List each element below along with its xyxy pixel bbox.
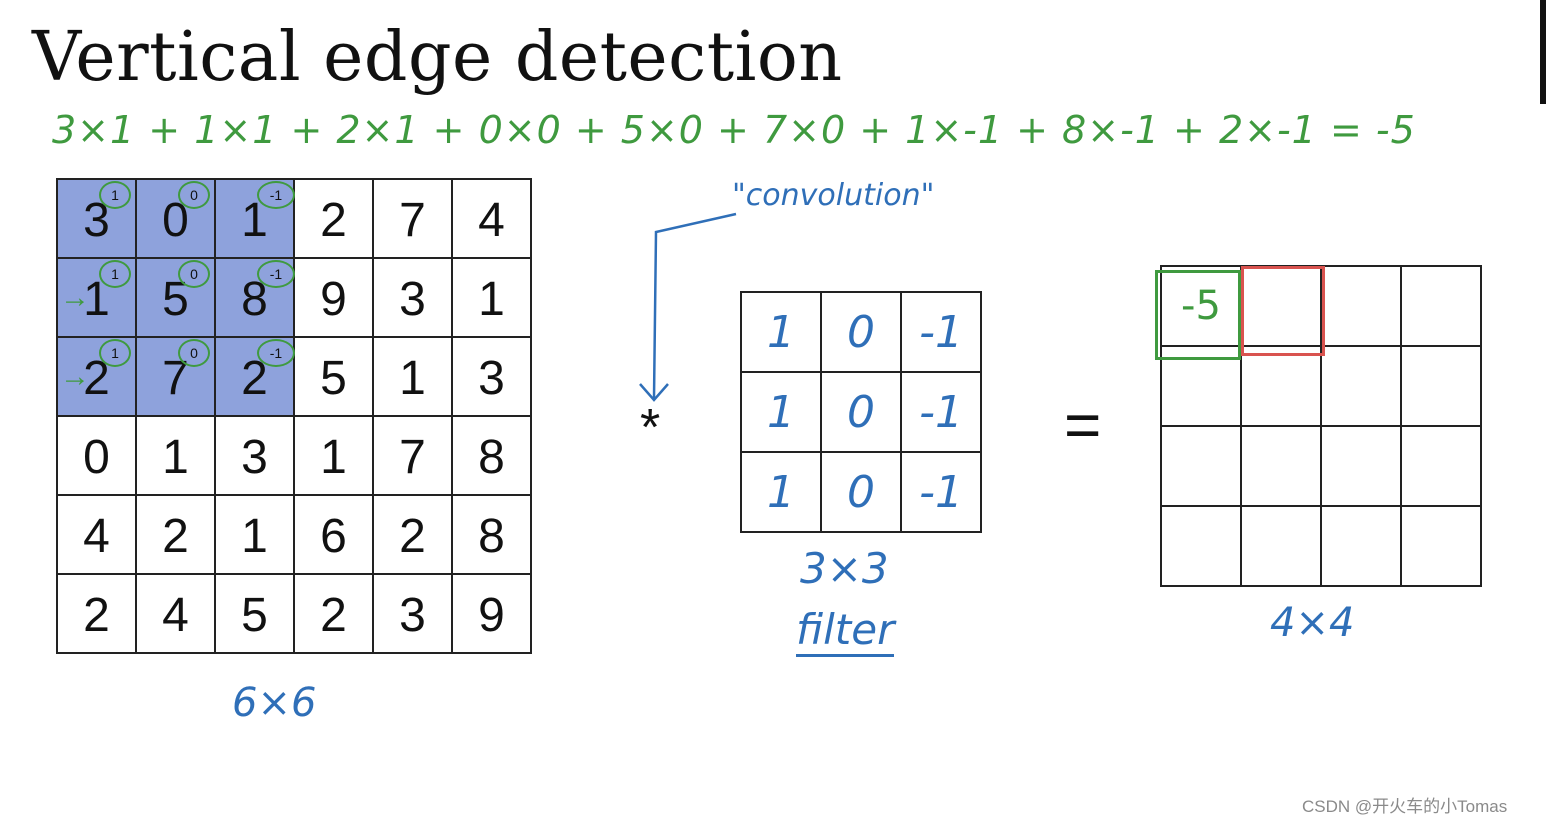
- filter-cell: 1: [740, 291, 822, 373]
- input-cell: 1-1: [214, 178, 295, 259]
- input-cell: 3: [372, 573, 453, 654]
- input-cell: 5: [293, 336, 374, 417]
- input-cell: 5: [214, 573, 295, 654]
- filter-cell: 1: [740, 451, 822, 533]
- current-output-highlight: [1155, 270, 1241, 360]
- input-cell: 9: [451, 573, 532, 654]
- filter-matrix: 1 0 -1 1 0 -1 1 0 -1: [740, 291, 982, 533]
- input-cell: 2: [293, 178, 374, 259]
- input-cell: 6: [293, 494, 374, 575]
- output-size-label: 4×4: [1270, 600, 1355, 646]
- input-cell: 1: [135, 415, 216, 496]
- input-cell: 7: [372, 178, 453, 259]
- filter-cell: 0: [820, 291, 902, 373]
- convolution-label: "convolution": [732, 178, 935, 213]
- weight-circle: 0: [178, 339, 210, 367]
- output-cell: [1400, 425, 1482, 507]
- input-cell: 4: [451, 178, 532, 259]
- input-cell: 8-1: [214, 257, 295, 338]
- output-cell: [1320, 265, 1402, 347]
- output-cell: [1160, 505, 1242, 587]
- output-cell: [1160, 425, 1242, 507]
- input-cell: 2: [293, 573, 374, 654]
- edge-bar: [1540, 0, 1546, 104]
- input-cell: 8: [451, 415, 532, 496]
- output-cell: [1400, 505, 1482, 587]
- output-cell: [1240, 425, 1322, 507]
- input-cell: 2: [135, 494, 216, 575]
- weight-circle: 0: [178, 181, 210, 209]
- equals-operator: =: [1064, 389, 1102, 461]
- output-cell: [1320, 345, 1402, 427]
- output-cell: [1240, 505, 1322, 587]
- convolve-operator: *: [640, 399, 661, 457]
- input-cell: 8: [451, 494, 532, 575]
- output-cell: [1320, 505, 1402, 587]
- input-cell: 1: [451, 257, 532, 338]
- next-output-highlight: [1241, 266, 1325, 356]
- input-cell: 9: [293, 257, 374, 338]
- input-cell: 4: [135, 573, 216, 654]
- arrow-icon: →: [60, 360, 90, 393]
- filter-cell: -1: [900, 371, 982, 453]
- input-cell: 3: [372, 257, 453, 338]
- input-cell: 1: [214, 494, 295, 575]
- input-cell: 1: [293, 415, 374, 496]
- input-cell: 4: [56, 494, 137, 575]
- weight-circle: 1: [99, 260, 131, 288]
- output-cell: -5: [1160, 265, 1242, 347]
- input-size-label: 6×6: [232, 680, 317, 726]
- filter-cell: 0: [820, 371, 902, 453]
- watermark: CSDN @开火车的小Tomas: [1302, 797, 1508, 816]
- filter-cell: -1: [900, 291, 982, 373]
- input-cell: 2-1: [214, 336, 295, 417]
- filter-cell: -1: [900, 451, 982, 533]
- weight-circle: 1: [99, 181, 131, 209]
- arrow-icon: →: [60, 281, 90, 314]
- input-cell: 1: [372, 336, 453, 417]
- filter-name-label: filter: [796, 606, 895, 657]
- filter-cell: 1: [740, 371, 822, 453]
- page-title: Vertical edge detection: [32, 18, 843, 97]
- output-cell: [1240, 345, 1322, 427]
- input-cell: 3: [214, 415, 295, 496]
- output-cell: [1400, 265, 1482, 347]
- weight-circle: 0: [178, 260, 210, 288]
- input-cell: 2: [372, 494, 453, 575]
- input-cell: 0: [56, 415, 137, 496]
- output-cell: [1320, 425, 1402, 507]
- input-cell: 2: [56, 573, 137, 654]
- input-cell: 3: [451, 336, 532, 417]
- input-cell: 7: [372, 415, 453, 496]
- output-cell: [1400, 345, 1482, 427]
- filter-cell: 0: [820, 451, 902, 533]
- filter-size-label: 3×3: [800, 544, 889, 593]
- weight-circle: 1: [99, 339, 131, 367]
- output-matrix: -5: [1160, 265, 1482, 587]
- computation-equation: 3×1 + 1×1 + 2×1 + 0×0 + 5×0 + 7×0 + 1×-1…: [52, 108, 1416, 152]
